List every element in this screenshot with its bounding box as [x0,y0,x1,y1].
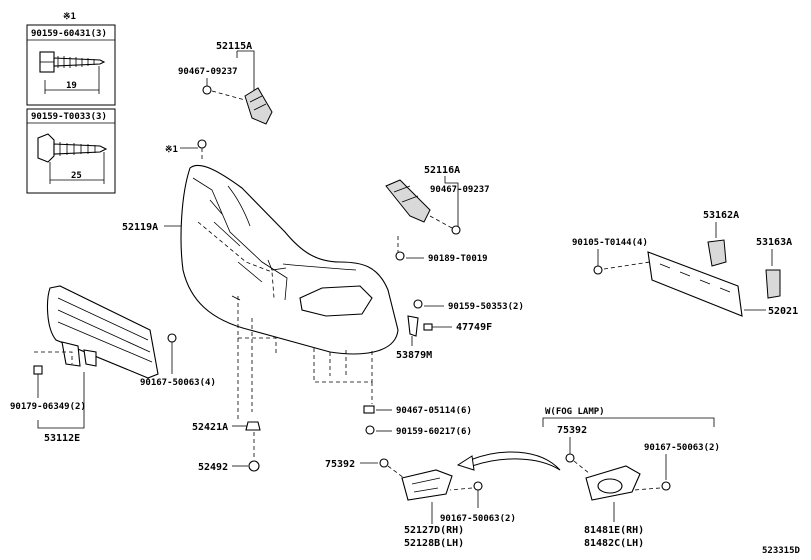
bracket-52116a-shape [385,179,431,223]
retainer-53879m [407,315,419,337]
fog-cover-shape [401,469,453,501]
callout-90467-09237-top: 90467-09237 [178,67,238,77]
callout-81481e: 81481E(RH) [584,525,644,536]
fastener-legend: ※1 90159-60431(3) 19 90159-T0033(3) 25 [26,12,116,194]
clip-icon-90467-05114 [363,405,375,414]
callout-note-marker: ※1 [165,145,178,155]
clip-icon-mid [451,225,461,235]
screw-icon-90167-50063-left [473,481,483,491]
callout-52128b: 52128B(LH) [404,538,464,549]
tapping-screw-icon [37,133,108,163]
legend-box-1-dimension: 19 [66,81,77,91]
callout-53162a: 53162A [703,210,739,221]
bumper-cover-52119a: ※1 52119A [122,139,399,355]
callout-47749f: 47749F [456,322,492,333]
grille-shape [46,285,159,379]
callout-90467-05114: 90467-05114(6) [396,406,472,416]
callout-90167-50063-2-left: 90167-50063(2) [440,514,516,524]
callout-52492: 52492 [198,462,228,473]
grille-53112e: 90167-50063(4) 90179-06349(2) 53112E [10,285,216,444]
license-bracket-52021: 53162A 90105-T0144(4) 53163A 52021 [572,210,798,317]
fog-cover-52127d: 75392 90167-50063(2) 52127D(RH) 52128B(L… [325,458,516,549]
callout-90467-09237-mid: 90467-09237 [430,185,490,195]
screw-icon-90167-50063-4 [167,333,177,343]
clip-icon [202,85,212,95]
clip-icon-75392-left [379,458,389,468]
callout-90167-50063-4: 90167-50063(4) [140,378,216,388]
bracket-52115a-shape [244,87,273,125]
callout-53879m: 53879M [396,350,432,361]
screw-icon-90159-50353 [413,299,423,309]
callout-90159-60217: 90159-60217(6) [396,427,472,437]
bumper-retainers-bottom: 52421A 52492 [192,296,277,473]
direction-arrow [456,451,561,471]
screw-icon-90105 [593,265,603,275]
bracket-52116a: 52116A 90467-09237 [385,165,490,235]
fog-lamp-header: W(FOG LAMP) [545,407,605,417]
callout-90105-t0144: 90105-T0144(4) [572,238,648,248]
screw-icon-90167-50063-right [661,481,671,491]
legend-box-1-part-label: 90159-60431(3) [31,29,107,39]
callout-52421a: 52421A [192,422,228,433]
clip-icon-47749f [423,323,433,331]
arrow-head-icon [456,455,475,471]
legend-box-2-dimension: 25 [71,171,82,181]
diagram-id: 523315D [762,546,801,556]
bracket-52115a: 52115A 90467-09237 [178,41,273,125]
clip-icon-90179 [33,365,43,375]
bumper-fasteners-right: 90189-T0019 90159-50353(2) 47749F 53879M… [313,236,524,437]
fog-lamp-opening [299,285,373,317]
note-marker-label: ※1 [63,12,76,22]
bracket-53163a-shape [765,269,781,299]
flange-bolt-icon [39,51,106,73]
callout-53112e: 53112E [44,433,80,444]
callout-81482c: 81482C(LH) [584,538,644,549]
callout-90159-50353: 90159-50353(2) [448,302,524,312]
clip-icon-75392-right [565,453,575,463]
callout-52127d: 52127D(RH) [404,525,464,536]
callout-53163a: 53163A [756,237,792,248]
screw-icon-52492 [248,460,260,472]
callout-52021: 52021 [768,306,798,317]
callout-75392-right: 75392 [557,425,587,436]
callout-90167-50063-2-right: 90167-50063(2) [644,443,720,453]
callout-75392-left: 75392 [325,459,355,470]
callout-52115a: 52115A [216,41,252,52]
screw-icon [197,139,207,149]
callout-52116a: 52116A [424,165,460,176]
fog-lamp-icon [597,478,623,494]
callout-90189-t0019: 90189-T0019 [428,254,488,264]
screw-icon-90159-60217 [365,425,375,435]
clip-icon-90189 [395,251,405,261]
legend-box-2-part-label: 90159-T0033(3) [31,112,107,122]
callout-90179-06349: 90179-06349(2) [10,402,86,412]
bracket-53162a-shape [707,239,727,267]
license-bracket-shape [647,251,743,317]
clip-icon-52421a [245,421,261,431]
fog-lamp-variant: W(FOG LAMP) 75392 90167-50063(2) 81481E(… [542,407,720,549]
callout-52119a: 52119A [122,222,158,233]
